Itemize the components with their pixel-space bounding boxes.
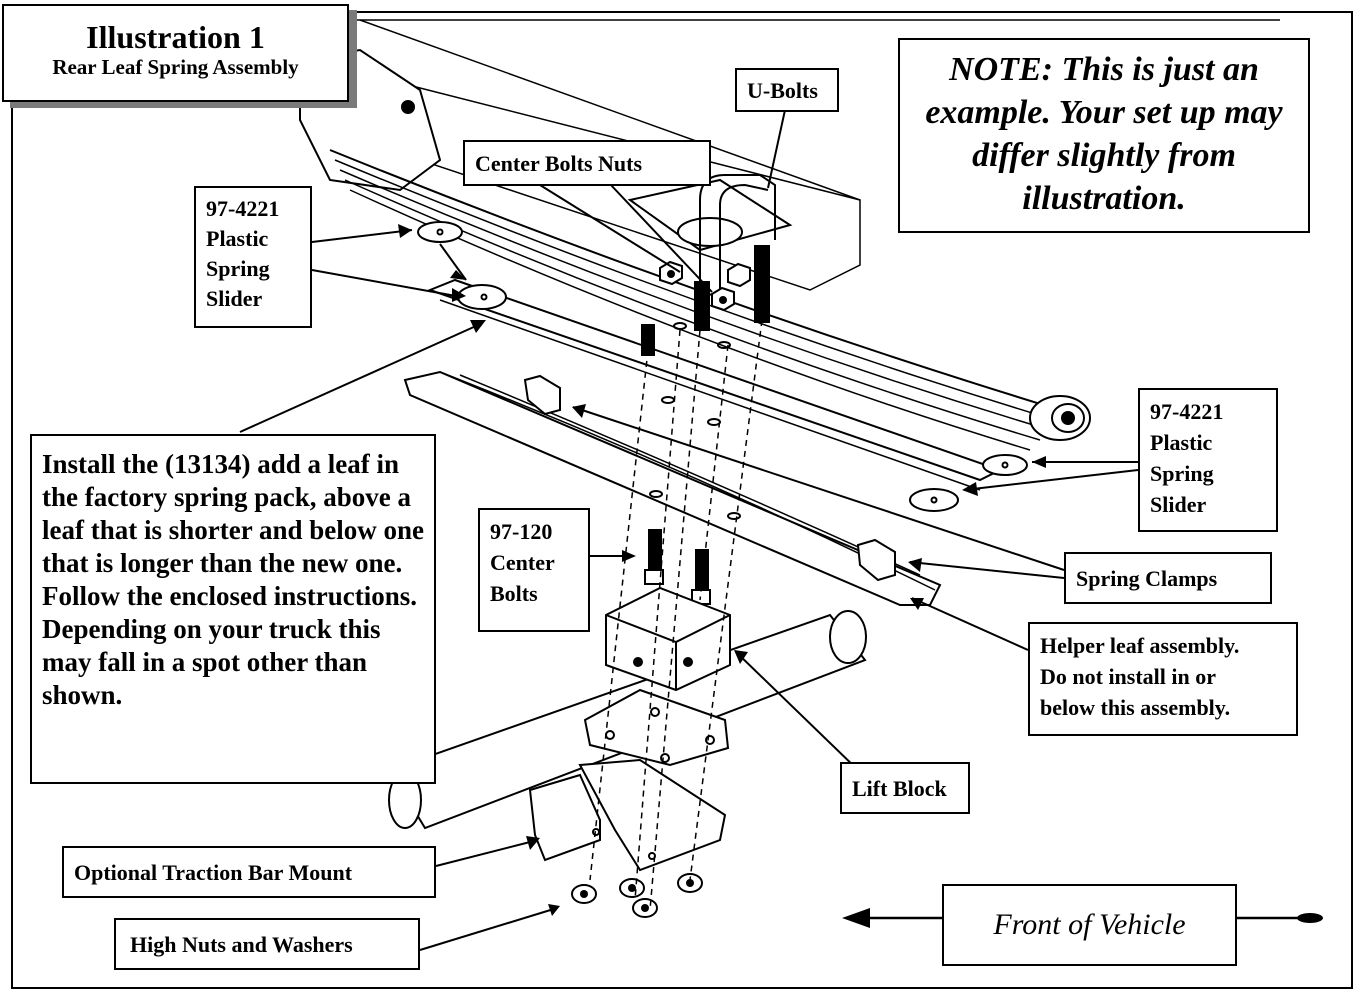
- slider-right-lower: [909, 488, 959, 512]
- add-a-leaf: [427, 278, 1003, 482]
- slider-right-label: 97-4221 Plastic Spring Slider: [1138, 388, 1278, 532]
- title-main: Illustration 1: [86, 19, 265, 55]
- slider-right-upper: [982, 454, 1028, 476]
- note-box: NOTE: This is just an example. Your set …: [898, 38, 1310, 233]
- install-instructions: Install the (13134) add a leaf in the fa…: [30, 434, 436, 784]
- u-bolt-plate: [627, 178, 793, 252]
- traction-bar-mount: [528, 773, 601, 862]
- traction-bar-label: Optional Traction Bar Mount: [62, 846, 436, 898]
- note-text: NOTE: This is just an example. Your set …: [925, 51, 1283, 217]
- center-bolt-nuts: [659, 260, 751, 312]
- high-nuts-label: High Nuts and Washers: [114, 918, 420, 970]
- center-bolts-nuts-label: Center Bolts Nuts: [463, 140, 711, 186]
- arrowheads: [398, 224, 1046, 916]
- slider-left-label: 97-4221 Plastic Spring Slider: [194, 186, 312, 328]
- spring-clamps-label: Spring Clamps: [1064, 552, 1272, 604]
- center-bolts-label: 97-120 Center Bolts: [478, 508, 590, 632]
- spring-clamp-right: [856, 538, 896, 582]
- slider-left-upper: [417, 221, 463, 243]
- thread-ends: [641, 245, 770, 356]
- front-arrow-tail: [1297, 913, 1323, 923]
- front-of-vehicle-label: Front of Vehicle: [942, 884, 1237, 966]
- u-bolts-label: U-Bolts: [735, 68, 839, 112]
- helper-leaf-label: Helper leaf assembly. Do not install in …: [1028, 622, 1298, 736]
- alignment-lines: [589, 319, 763, 911]
- spring-clamp-left: [523, 374, 561, 416]
- lift-block-label: Lift Block: [840, 762, 970, 814]
- title-sub: Rear Leaf Spring Assembly: [52, 55, 299, 79]
- frame-border: [11, 11, 1353, 989]
- axle-saddle: [583, 688, 730, 767]
- center-bolts: [644, 529, 711, 605]
- u-bolt-2: [719, 183, 769, 300]
- front-arrow-head: [842, 908, 870, 928]
- illustration-title: Illustration 1 Rear Leaf Spring Assembly: [2, 4, 349, 102]
- install-text: Install the (13134) add a leaf in the fa…: [42, 449, 424, 710]
